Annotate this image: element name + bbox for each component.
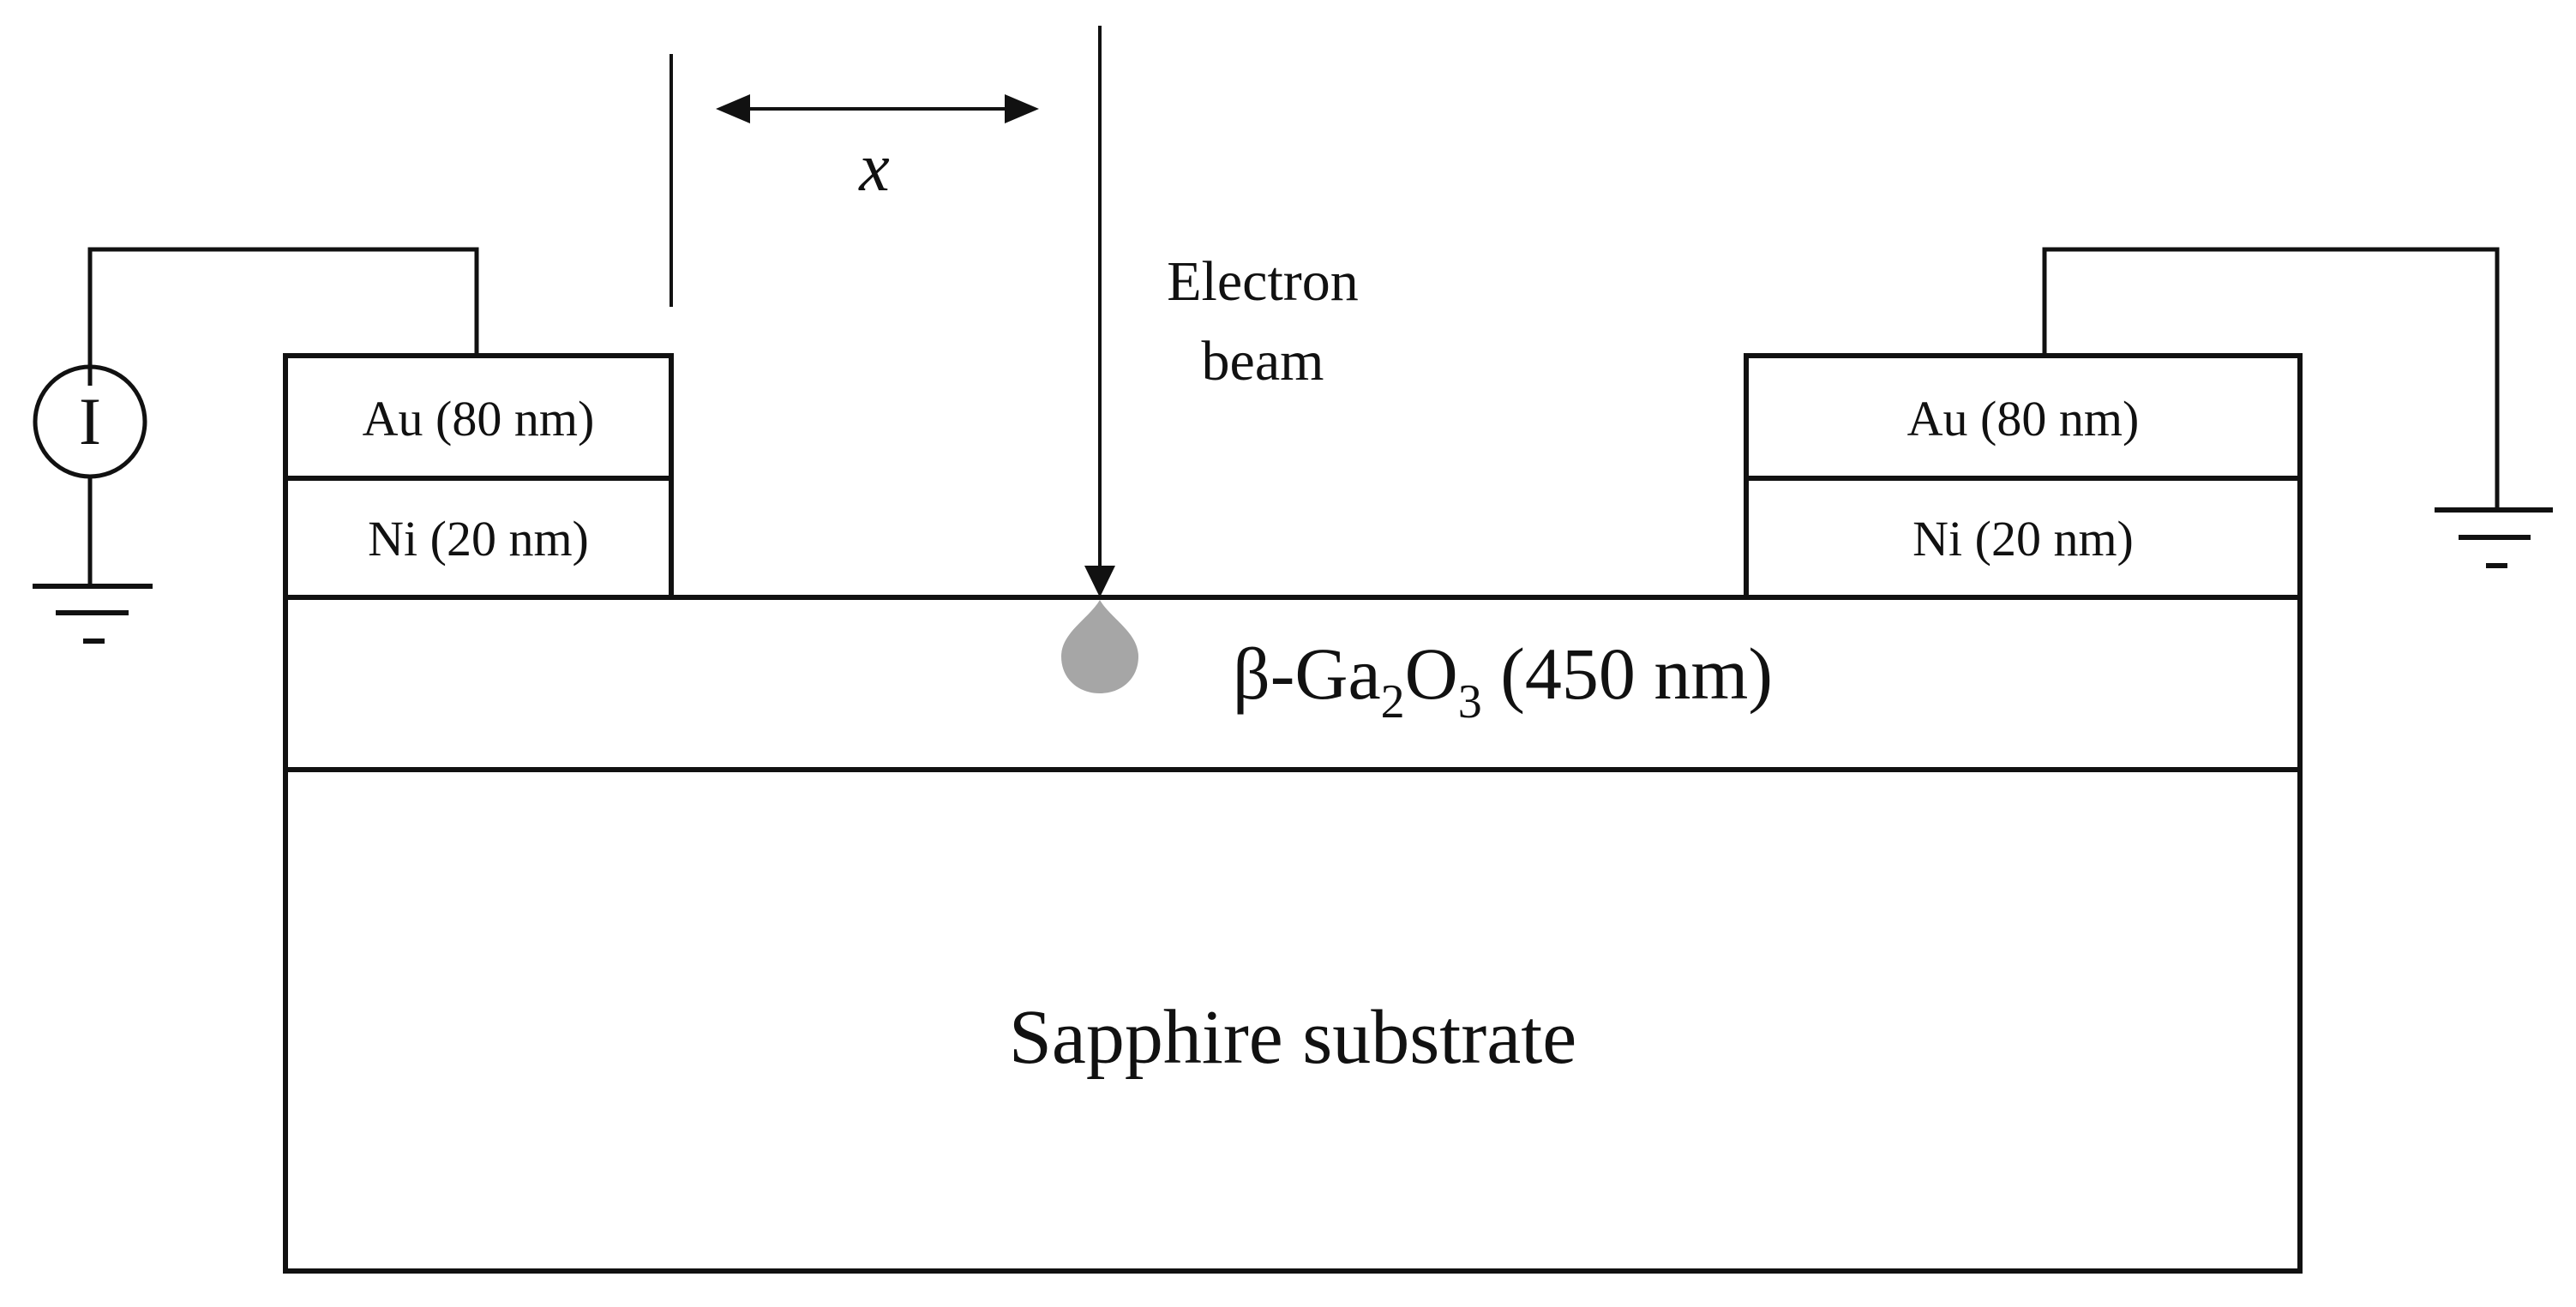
ammeter-symbol: I: [79, 384, 101, 459]
left-au-label: Au (80 nm): [363, 391, 595, 447]
left-ni-layer: [283, 476, 674, 600]
right-wire: [2042, 247, 2500, 510]
right-ni-label: Ni (20 nm): [1912, 511, 2134, 567]
ammeter-circle: [33, 364, 147, 479]
ga2o3-layer-label: β-Ga2O3 (450 nm): [1233, 633, 1773, 728]
right-ni-layer: [1744, 476, 2303, 600]
left-ground-icon: [33, 584, 153, 644]
electron-beam-arrow: [1084, 26, 1115, 597]
beam-label-line2: beam: [1202, 330, 1324, 393]
ga2o3-suffix: (450 nm): [1482, 633, 1773, 715]
ga2o3-prefix: β-Ga: [1233, 633, 1381, 715]
distance-label: x: [858, 130, 890, 206]
ga2o3-layer-block: [283, 595, 2303, 772]
beam-label-line1: Electron: [1167, 250, 1359, 313]
right-ground-icon: [2435, 507, 2553, 568]
interaction-volume-droplet: [1061, 600, 1138, 693]
right-au-label: Au (80 nm): [1907, 391, 2140, 447]
left-ni-label: Ni (20 nm): [368, 511, 589, 567]
ga2o3-mid: O: [1405, 633, 1458, 715]
distance-arrow: [716, 94, 1039, 123]
ga2o3-sub2: 3: [1458, 675, 1482, 728]
substrate-label: Sapphire substrate: [1009, 995, 1576, 1080]
ga2o3-sub1: 2: [1381, 675, 1405, 728]
left-wire: [87, 247, 479, 386]
